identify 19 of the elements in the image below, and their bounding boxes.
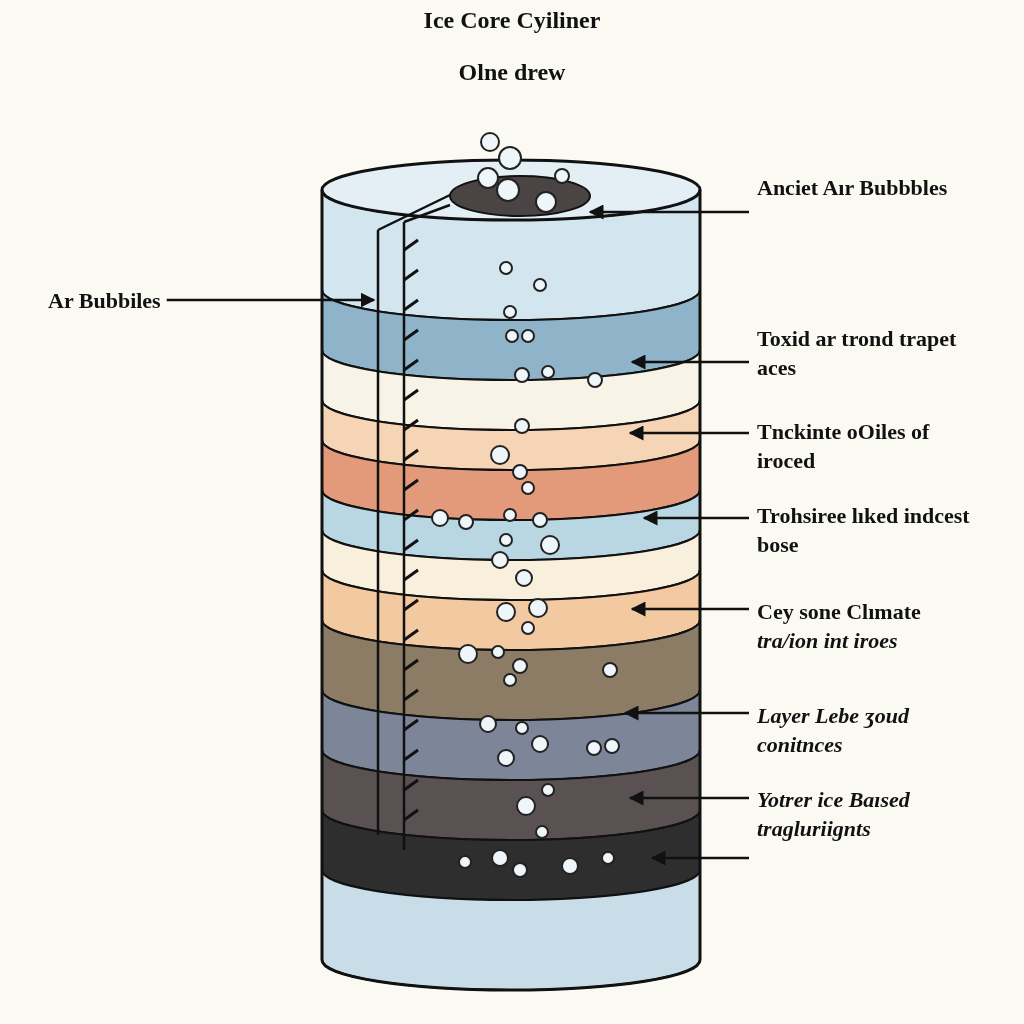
leader-arrow (588, 204, 749, 220)
title: Ice Core Cyiliner (423, 7, 601, 33)
callout-label: Yotrer ice Baısed tragluriignts (757, 785, 947, 843)
callout-label: Ar Bubbiles (48, 286, 161, 315)
leader-arrow (642, 510, 749, 526)
subtitle: Olne drew (458, 59, 566, 85)
callout-label: Anciet Aır Bubbbles (757, 173, 957, 202)
callout-label: Layer Lebe ʒoud conitnces (757, 701, 957, 759)
callout-label: Toxid ar trond trapet aces (757, 324, 957, 382)
leader-arrow (628, 425, 749, 441)
leader-arrow (630, 354, 749, 370)
callout-label: Cey sone Clımate tra/ion int iroes (757, 597, 972, 655)
leader-arrow (166, 292, 376, 308)
leader-arrow (628, 790, 749, 806)
callout-label: Tnckinte oOiles of iroced (757, 417, 967, 475)
leader-arrow (623, 705, 749, 721)
callout-label: Trohsiree lıked indcest bose (757, 501, 977, 559)
leader-arrow (630, 601, 749, 617)
leader-arrow (650, 850, 749, 866)
